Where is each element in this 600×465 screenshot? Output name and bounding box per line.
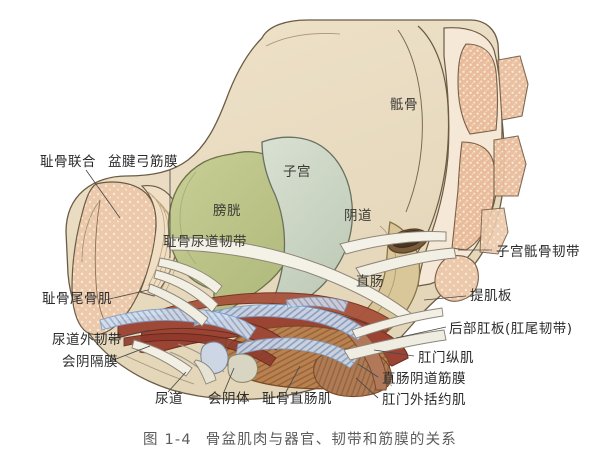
label-levator-plate: 提肌板 [470,288,512,304]
depth-contours [81,33,393,387]
figure-caption-number: 图 1-4 [143,432,192,448]
label-uterosacral-ligament: 子宫骶骨韧带 [496,244,580,260]
label-pubourethral-ligament: 耻骨尿道韧带 [163,234,247,250]
label-perineal-body: 会阴体 [208,391,250,407]
label-pubic-symphysis: 耻骨联合 [40,154,96,170]
ligament-bands [131,231,457,379]
figure-caption: 图 1-4 骨盆肌肉与器官、韧带和筋膜的关系 [0,428,600,449]
label-arcus-tendineus: 盆腱弓筋膜 [108,154,178,170]
label-pubococcygeus: 耻骨尾骨肌 [42,291,112,307]
label-bladder: 膀胱 [213,203,241,219]
figure-caption-text: 骨盆肌肉与器官、韧带和筋膜的关系 [205,432,457,448]
fascia-sheets [99,296,367,369]
label-puborectalis: 耻骨直肠肌 [262,391,332,407]
label-urethra: 尿道 [155,391,183,407]
sacrum-bone [397,25,529,302]
label-external-anal-sphincter: 肛门外括约肌 [382,392,466,408]
label-perineal-membrane: 会阴隔膜 [62,354,118,370]
label-external-urethral-ligament: 尿道外韧带 [52,332,122,348]
urethra-structures [193,341,259,385]
label-longitudinal-anal-muscle: 肛门纵肌 [418,350,474,366]
label-rectovaginal-fascia: 直肠阴道筋膜 [382,371,466,387]
leader-lines [85,169,492,399]
label-sacrum: 骶骨 [390,97,418,113]
label-posterior-anal-plate: 后部肛板(肛尾韧带) [449,321,573,337]
label-rectum: 直肠 [356,274,384,290]
label-uterus: 子宫 [283,164,311,180]
label-vagina: 阴道 [344,208,372,224]
